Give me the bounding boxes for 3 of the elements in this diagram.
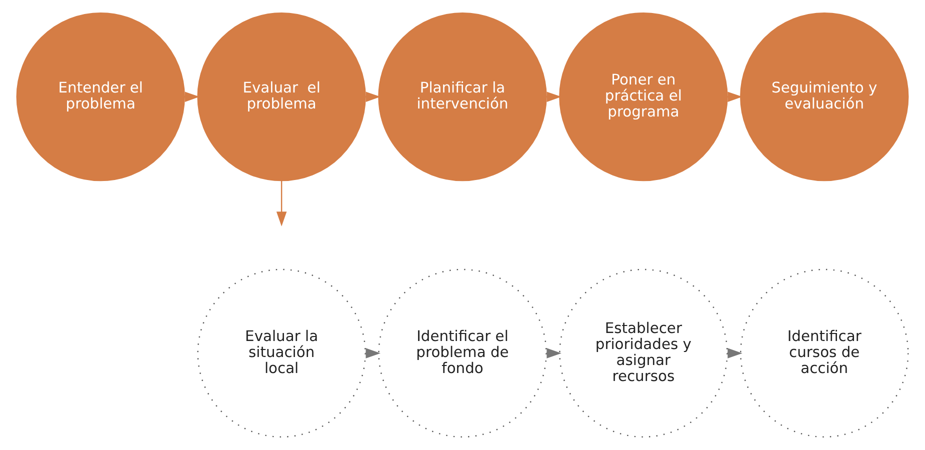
node-circle: Identificar cursos de acción bbox=[740, 268, 909, 438]
arrow bbox=[276, 180, 287, 226]
node-circle: Seguimiento y evaluación bbox=[740, 12, 909, 182]
